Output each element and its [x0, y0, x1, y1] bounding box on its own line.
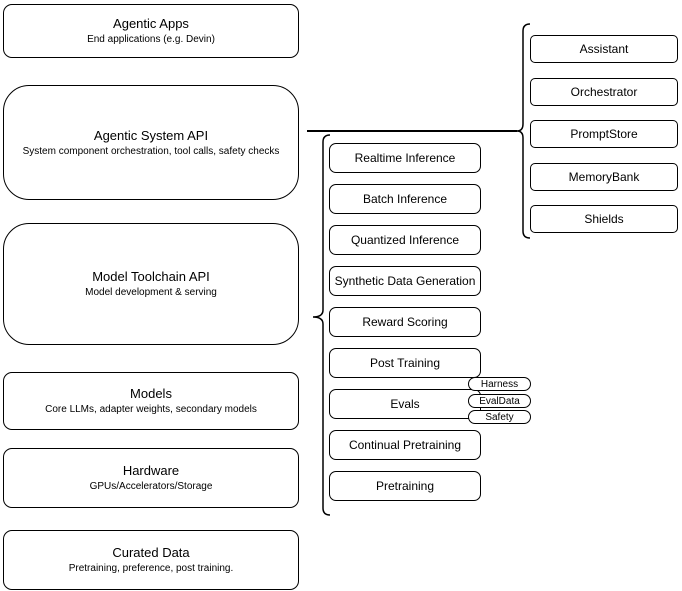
tag-label: Safety: [485, 411, 514, 423]
node-continual-pretraining: Continual Pretraining: [329, 430, 481, 460]
node-label: MemoryBank: [568, 169, 640, 184]
evals-tag-harness: Harness: [468, 377, 531, 391]
node-label: Orchestrator: [570, 84, 638, 99]
layer-model-toolchain-api: Model Toolchain API Model development & …: [3, 223, 299, 345]
layer-subtitle: End applications (e.g. Devin): [87, 34, 215, 45]
layer-title: Agentic System API: [93, 127, 209, 143]
tag-label: Harness: [480, 378, 519, 390]
node-label: Reward Scoring: [362, 315, 448, 329]
node-label: Batch Inference: [362, 192, 448, 206]
node-realtime-inference: Realtime Inference: [329, 143, 481, 173]
layer-title: Models: [130, 386, 172, 401]
layer-agentic-system-api: Agentic System API System component orch…: [3, 85, 299, 200]
node-label: Shields: [584, 212, 624, 226]
layer-title: Agentic Apps: [113, 16, 189, 31]
tag-label: EvalData: [479, 395, 520, 407]
evals-tag-safety: Safety: [468, 410, 531, 424]
node-label: Synthetic Data Generation: [334, 274, 476, 288]
layer-subtitle: Pretraining, preference, post training.: [68, 563, 234, 574]
node-label: Quantized Inference: [350, 233, 460, 247]
toolchain-brace: [312, 134, 331, 516]
node-reward-scoring: Reward Scoring: [329, 307, 481, 337]
layer-subtitle: Core LLMs, adapter weights, secondary mo…: [45, 404, 257, 415]
node-label: Realtime Inference: [354, 151, 456, 165]
node-orchestrator: Orchestrator: [530, 77, 678, 106]
node-label: Continual Pretraining: [348, 438, 462, 452]
node-synthetic-data-generation: Synthetic Data Generation: [329, 266, 481, 296]
node-label: Pretraining: [375, 479, 435, 493]
layer-title: Hardware: [122, 463, 180, 478]
node-label: Assistant: [579, 42, 629, 56]
node-label: Post Training: [369, 356, 441, 370]
node-promptstore: PromptStore: [530, 120, 678, 148]
node-assistant: Assistant: [530, 35, 678, 63]
components-brace: [516, 23, 531, 239]
node-shields: Shields: [530, 205, 678, 233]
node-quantized-inference: Quantized Inference: [329, 225, 481, 255]
node-pretraining: Pretraining: [329, 471, 481, 501]
node-label: PromptStore: [570, 127, 638, 141]
layer-curated-data: Curated Data Pretraining, preference, po…: [3, 530, 299, 590]
node-memorybank: MemoryBank: [530, 162, 678, 191]
layer-title: Curated Data: [112, 545, 190, 560]
layer-agentic-apps: Agentic Apps End applications (e.g. Devi…: [3, 4, 299, 58]
node-evals: Evals: [329, 389, 481, 419]
layer-models: Models Core LLMs, adapter weights, secon…: [3, 372, 299, 430]
node-label: Evals: [390, 397, 420, 411]
layer-hardware: Hardware GPUs/Accelerators/Storage: [3, 448, 299, 508]
layer-subtitle: System component orchestration, tool cal…: [22, 145, 280, 157]
layer-title: Model Toolchain API: [92, 269, 210, 284]
node-batch-inference: Batch Inference: [329, 184, 481, 214]
system-components-column: Assistant Orchestrator PromptStore Memor…: [530, 35, 678, 233]
evals-tag-evaldata: EvalData: [468, 394, 531, 408]
layer-subtitle: GPUs/Accelerators/Storage: [89, 481, 213, 492]
toolchain-column: Realtime Inference Batch Inference Quant…: [329, 143, 481, 501]
layer-subtitle: Model development & serving: [85, 287, 217, 298]
node-post-training: Post Training: [329, 348, 481, 378]
